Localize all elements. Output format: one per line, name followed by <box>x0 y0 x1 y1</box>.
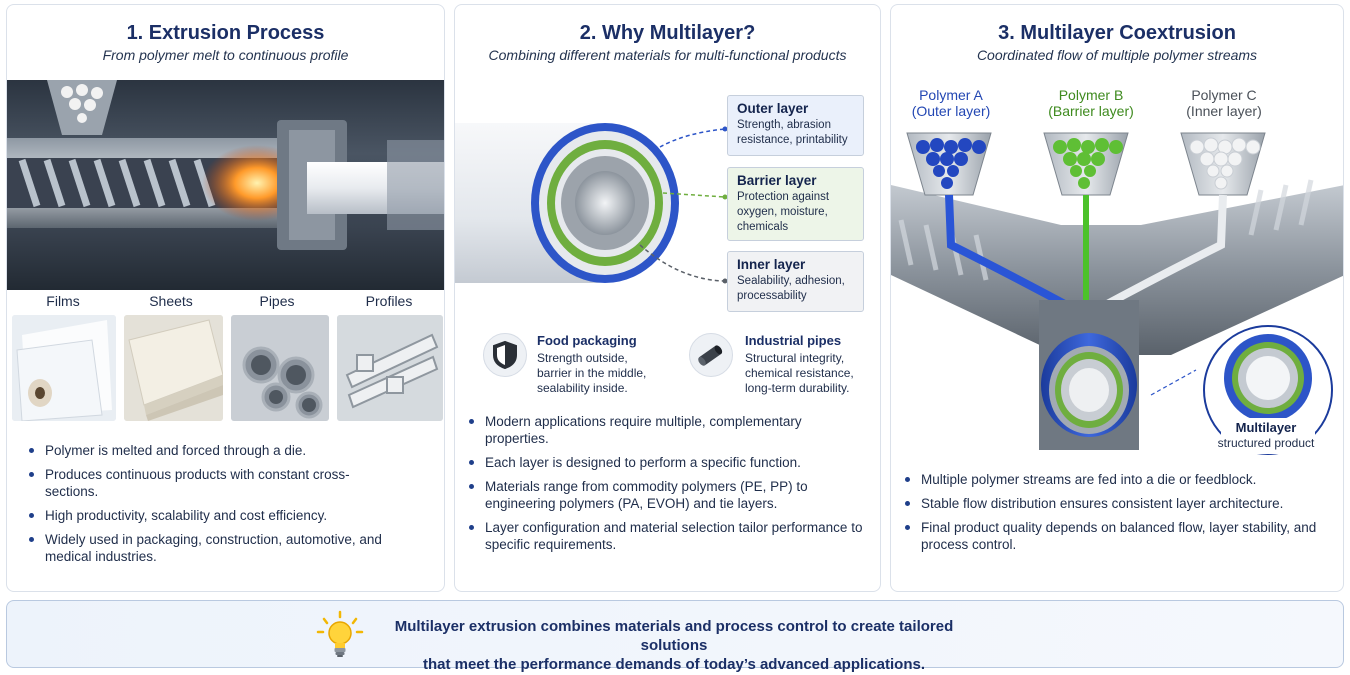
polymer-role: (Outer layer) <box>911 103 991 119</box>
summary-text: Multilayer extrusion combines materials … <box>364 617 984 674</box>
layer-desc: Sealability, adhesion, processability <box>737 275 845 302</box>
polymer-role: (Inner layer) <box>1186 103 1262 119</box>
panel-subtitle: Coordinated flow of multiple polymer str… <box>976 47 1258 63</box>
layer-title: Barrier layer <box>737 173 817 188</box>
inner-layer-box: Inner layer Sealability, adhesion, proce… <box>727 251 864 312</box>
outer-layer-box: Outer layer Strength, abrasion resistanc… <box>727 95 864 156</box>
layer-desc: Protection against oxygen, moisture, che… <box>737 191 830 233</box>
multilayer-product-title: Multilayer <box>1235 420 1297 435</box>
profiles-image <box>337 315 443 421</box>
application-title: Industrial pipes <box>745 333 842 348</box>
bullet: Stable flow distribution ensures consist… <box>905 495 1325 512</box>
multilayer-pipe-diagram <box>455 123 728 284</box>
layer-desc: Strength, abrasion resistance, printabil… <box>737 119 848 146</box>
pipe-icon <box>689 333 733 377</box>
bullet: Materials range from commodity polymers … <box>469 478 869 512</box>
product-label-films: Films <box>46 293 80 309</box>
polymer-role: (Barrier layer) <box>1048 103 1134 119</box>
polymer-b-label: Polymer B (Barrier layer) <box>1036 87 1146 119</box>
polymer-c-label: Polymer C (Inner layer) <box>1174 87 1274 119</box>
layer-title: Outer layer <box>737 101 809 116</box>
polymer-name: Polymer C <box>1191 87 1257 103</box>
bullet: Each layer is designed to perform a spec… <box>469 454 869 471</box>
bullet: Widely used in packaging, construction, … <box>29 531 399 565</box>
application-title: Food packaging <box>537 333 637 348</box>
layer-title: Inner layer <box>737 257 806 272</box>
panel-title: 3. Multilayer Coextrusion <box>998 22 1236 44</box>
product-label-pipes: Pipes <box>259 293 295 309</box>
product-label-sheets: Sheets <box>149 293 193 309</box>
extruder-illustration <box>7 80 444 250</box>
coextrusion-die-illustration <box>891 132 1343 450</box>
bullet: Layer configuration and material selecti… <box>469 519 869 553</box>
pipes-image <box>231 315 329 421</box>
shield-icon <box>483 333 527 377</box>
summary-line: that meet the performance demands of tod… <box>422 656 926 673</box>
lightbulb-icon <box>316 610 364 657</box>
coextrusion-bullets: Multiple polymer streams are fed into a … <box>905 471 1325 560</box>
bullet: Final product quality depends on balance… <box>905 519 1325 553</box>
sheets-image <box>124 315 223 421</box>
summary-line: Multilayer extrusion combines materials … <box>394 618 954 654</box>
application-desc: Structural integrity, chemical resistanc… <box>745 351 854 395</box>
films-image <box>12 315 116 421</box>
extrusion-process-panel: 1. Extrusion Process From polymer melt t… <box>6 4 445 592</box>
barrier-layer-box: Barrier layer Protection against oxygen,… <box>727 167 864 241</box>
panel-title: 2. Why Multilayer? <box>579 22 756 44</box>
bullet: Modern applications require multiple, co… <box>469 413 869 447</box>
bullet: Produces continuous products with consta… <box>29 466 399 500</box>
bullet: High productivity, scalability and cost … <box>29 507 399 524</box>
summary-banner <box>6 600 1344 668</box>
application-desc: Strength outside, barrier in the middle,… <box>537 351 647 395</box>
multilayer-product-subtitle: structured product <box>1217 436 1315 450</box>
polymer-name: Polymer B <box>1058 87 1124 103</box>
bullet: Multiple polymer streams are fed into a … <box>905 471 1325 488</box>
polymer-a-label: Polymer A (Outer layer) <box>901 87 1001 119</box>
multilayer-product-callout <box>1203 325 1333 455</box>
why-multilayer-panel: 2. Why Multilayer? Combining different m… <box>454 4 881 592</box>
product-label-profiles: Profiles <box>365 293 413 309</box>
coextrusion-panel: 3. Multilayer Coextrusion Coordinated fl… <box>890 4 1344 592</box>
panel-subtitle: From polymer melt to continuous profile <box>102 47 349 63</box>
extrusion-bullets: Polymer is melted and forced through a d… <box>29 442 399 572</box>
bullet: Polymer is melted and forced through a d… <box>29 442 399 459</box>
polymer-name: Polymer A <box>919 87 983 103</box>
panel-title: 1. Extrusion Process <box>126 22 325 44</box>
panel-subtitle: Combining different materials for multi-… <box>488 47 847 63</box>
extruder-image <box>7 80 444 290</box>
multilayer-bullets: Modern applications require multiple, co… <box>469 413 869 560</box>
